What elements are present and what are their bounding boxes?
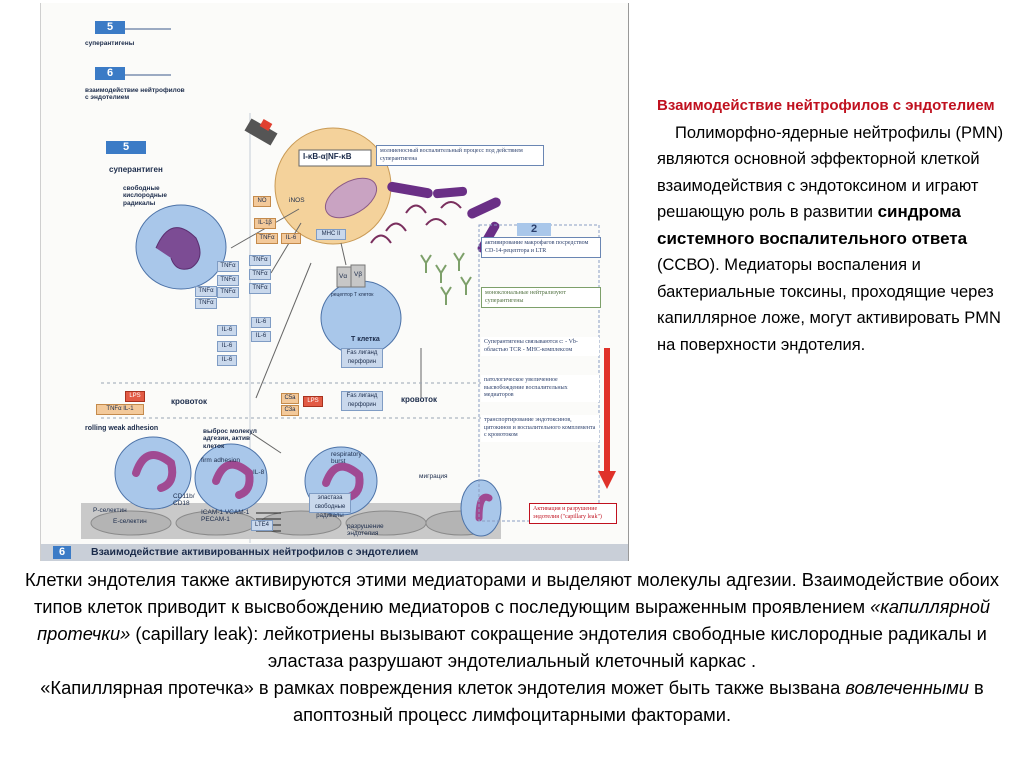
cytokine-tnf-1: TNFα (217, 261, 239, 272)
banner-title: Взаимодействие активированных нейтрофило… (91, 546, 419, 558)
firm-label: firm adhesion (201, 457, 241, 464)
figure-banner: 6 Взаимодействие активированных нейтрофи… (41, 544, 628, 561)
inos-label: iNOS (289, 197, 305, 204)
cytokine-il6-5: IL-6 (217, 355, 237, 366)
cytokine-tnf-7: TNFα (249, 283, 271, 294)
box-transport: транспортирование эндотоксинов, цитокино… (481, 415, 599, 442)
bottom-italic-1: «капиллярной протечки» (37, 596, 991, 644)
bottom-text-2b: в апоптозный процесс лимфоцитарными факт… (292, 677, 984, 725)
step-5-caption: суперантигены (85, 40, 135, 47)
free-radicals-label: свободные кислородные радикалы (123, 185, 167, 207)
box-leak: Активация и разрушение эндотелия ("capil… (529, 503, 617, 524)
bloodflow-left: кровоток (171, 397, 207, 406)
release-label: выброс молекул адгезии, актив клеток (203, 428, 257, 450)
side-p1-end: (ССВО). Медиаторы воспаления и бактериал… (657, 256, 1001, 354)
p-selectin: P-селектин (93, 507, 127, 514)
il6-label: IL-6 (281, 233, 301, 244)
e-selectin: E-селектин (113, 518, 147, 525)
bottom-italic-2: вовлеченными (845, 677, 969, 698)
c5a-label: C5a (281, 393, 299, 404)
cytokine-tnf-3: TNFα (249, 269, 271, 280)
figure: 5 суперантигены 6 взаимодействие нейтроф… (40, 3, 629, 561)
bottom-text-1b: (capillary leak): лейкотриены вызывают с… (130, 623, 987, 671)
box-binding: Суперантигены связываются с: - Vb-област… (481, 337, 599, 356)
box-2-badge: 2 (517, 223, 551, 236)
t-cell-label: Т клетка (351, 336, 380, 343)
migration-label: миграция (419, 473, 448, 480)
bottom-paragraph: Клетки эндотелия также активируются этим… (20, 566, 1004, 728)
box-top: молниеносный воспалительный процесс под … (376, 145, 544, 166)
banner-badge: 6 (53, 546, 71, 559)
elastase-label: эластаза свободные радикалы (309, 493, 351, 519)
step-5b-badge: 5 (106, 141, 146, 154)
cytokine-tnf-5: TNFα (195, 286, 217, 297)
fas-ligand-1: Fas лиганд перфорин (341, 348, 383, 368)
side-title: Взаимодействие нейтрофилов с эндотелием (657, 97, 995, 114)
cytokine-il6-4: IL-6 (251, 331, 271, 342)
vb-label: Vβ (354, 271, 363, 278)
bloodflow-right: кровоток (401, 395, 437, 404)
bottom-para-2: «Капиллярная протечка» в рамках поврежде… (20, 674, 1004, 728)
destroy-label: разрушение эндотелия (347, 523, 384, 538)
cd-label: CD11b/ CD18 (173, 493, 195, 508)
cytokine-tnf-4: TNFα (217, 275, 239, 286)
cytokine-il6-1: IL-6 (217, 325, 237, 336)
bottom-text-2: «Капиллярная протечка» в рамках поврежде… (40, 677, 846, 698)
step-5-badge: 5 (95, 21, 125, 34)
lps-1: LPS (125, 391, 145, 402)
il1b-label: IL-1β (254, 218, 276, 229)
box-macrophage: активирование макрофагов посредством CD-… (481, 237, 601, 258)
cytokine-tnf-6: TNFα (217, 287, 239, 298)
il8-label: IL-8 (253, 469, 265, 476)
fas-ligand-2: Fas лиганд перфорин (341, 391, 383, 411)
receptor-label: рецептор Т клеток (331, 292, 374, 298)
icam-label: ICAM-1 VCAM-1 PECAM-1 (201, 509, 250, 524)
va-label: Vα (339, 273, 348, 280)
diagram-graphics (81, 26, 616, 543)
mhc-label: MHC II (316, 229, 346, 240)
side-description: Взаимодействие нейтрофилов с эндотелием … (657, 93, 1017, 358)
cytokine-il6-3: IL-6 (217, 341, 237, 352)
bottom-para-1: Клетки эндотелия также активируются этим… (20, 566, 1004, 674)
respiratory-label: respiratory burst (331, 451, 362, 466)
box-neutral: моноклональные нейтрализуют суперантиген… (481, 287, 601, 308)
cytokine-tnf-2: TNFα (249, 255, 271, 266)
cytokine-il6-2: IL-6 (251, 317, 271, 328)
bottom-text-1: Клетки эндотелия также активируются этим… (25, 569, 999, 617)
c3a-label: C3a (281, 405, 299, 416)
tnf-il1-label: TNFα IL-1 (96, 404, 144, 415)
tnfa-label: TNFα (256, 233, 278, 244)
lte4-label: LTE4 (251, 520, 273, 531)
step-6-badge: 6 (95, 67, 125, 80)
superantigen-label: суперантиген (109, 165, 163, 174)
cytokine-tnf-8: TNFα (195, 298, 217, 309)
box-pathologic: патологическое увеличенное высвобождение… (481, 375, 599, 402)
step-6-caption: взаимодействие нейтрофилов с эндотелием (85, 87, 185, 102)
no-label: NO (253, 196, 271, 207)
side-p1: Полиморфно-ядерные нейтрофилы (PMN) явля… (657, 123, 1004, 222)
rolling-label: rolling weak adhesion (85, 425, 159, 432)
side-paragraph: Полиморфно-ядерные нейтрофилы (PMN) явля… (657, 120, 1017, 359)
side-p1-bold: синдрома системного воспалительного отве… (657, 202, 968, 248)
nfkb-label: I-κB-α|NF-κB (303, 152, 352, 161)
lps-2: LPS (303, 396, 323, 407)
